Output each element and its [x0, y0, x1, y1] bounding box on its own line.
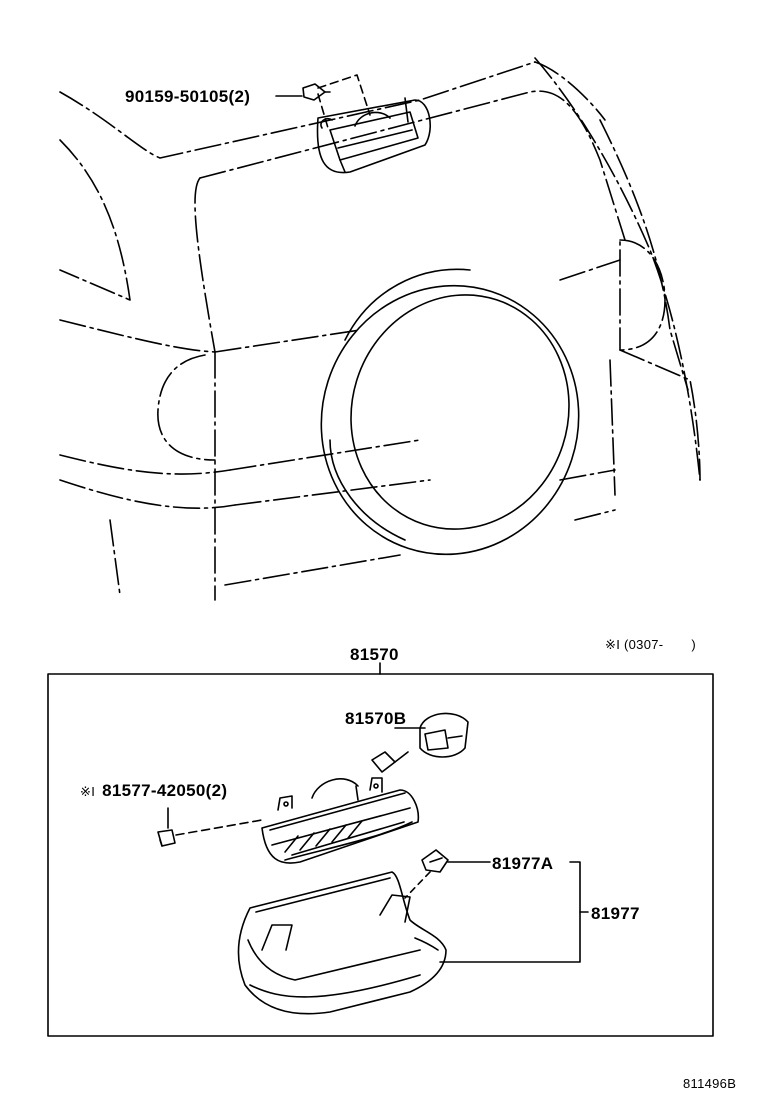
bolt-top-part-number: 90159-50105	[125, 87, 229, 106]
spare-tire	[320, 268, 580, 556]
label-bolt-top: 90159-50105(2)	[125, 88, 250, 105]
label-nut: ※I 81577-42050(2)	[80, 782, 227, 799]
bolt-top-icon	[302, 83, 331, 101]
label-assembly: 81570	[350, 646, 399, 663]
clip-icon	[421, 849, 449, 873]
assembly-part-number: 81570	[350, 645, 399, 664]
nut-note-mark: ※I	[80, 784, 96, 799]
nut-phantom	[175, 819, 263, 836]
diagram-code-text: 811496B	[683, 1076, 737, 1091]
socket-part-number: 81570B	[345, 709, 407, 728]
cover-number: 81977	[591, 904, 640, 923]
nut-icon	[157, 829, 176, 847]
nut-part-number: 81577-42050	[102, 781, 206, 800]
lamp-housing	[261, 777, 420, 864]
label-applicability-note: ※I (0307-)	[605, 638, 696, 651]
applicability-note-text: ※I (0307-	[605, 637, 664, 652]
bulb-socket-icon	[419, 712, 469, 758]
stop-lamp-mounted	[316, 97, 431, 174]
cover-bracket-leader	[439, 861, 581, 963]
bolt-top-quantity: (2)	[228, 87, 251, 106]
bolt-leader-lines	[317, 74, 371, 129]
lamp-cover	[237, 871, 447, 1015]
cover-part-number: 81977A	[492, 854, 554, 873]
bulb-icon	[371, 751, 409, 773]
nut-quantity: (2)	[205, 781, 228, 800]
vehicle-outline	[59, 57, 701, 601]
label-diagram-code: 811496B	[683, 1077, 736, 1090]
clip-phantom	[404, 871, 431, 899]
applicability-note-close: )	[691, 637, 697, 652]
label-socket: 81570B	[345, 710, 406, 727]
assembly-box	[47, 673, 714, 1037]
label-cover-part: 81977A	[492, 855, 553, 872]
label-cover: 81977	[591, 905, 640, 922]
